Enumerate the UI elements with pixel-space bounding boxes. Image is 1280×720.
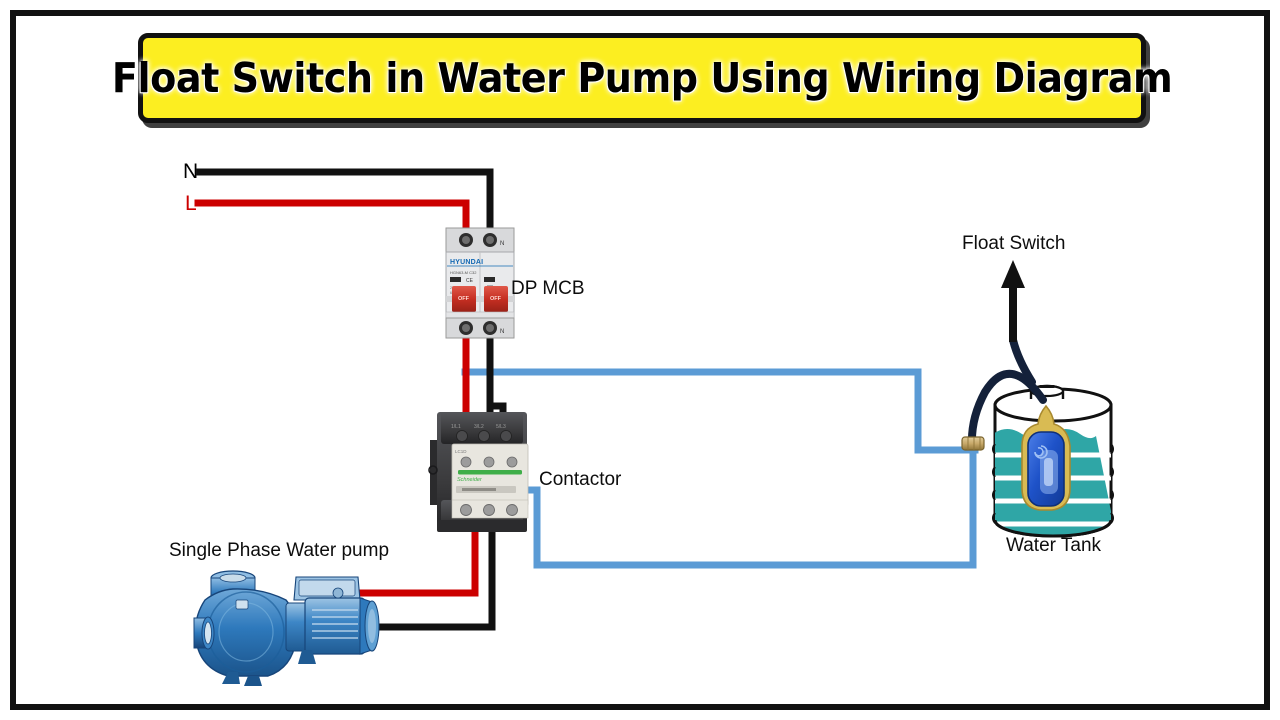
live-supply-wire: [194, 199, 470, 244]
title-banner: Float Switch in Water Pump Using Wiring …: [112, 33, 1173, 123]
float-switch-label: Float Switch: [962, 233, 1066, 254]
dp-mcb-label: DP MCB: [511, 278, 585, 299]
neutral-supply-wire: [196, 168, 494, 244]
live-terminal-label: L: [185, 192, 197, 215]
water-pump-label: Single Phase Water pump: [169, 540, 390, 561]
page-title: Float Switch in Water Pump Using Wiring …: [111, 54, 1173, 102]
contactor-label: Contactor: [539, 469, 622, 490]
neutral-terminal-label: N: [183, 160, 199, 183]
contactor-to-pump-neutral: [356, 518, 496, 631]
water-tank-label: Water Tank: [1006, 535, 1102, 556]
control-wire-upper: [461, 368, 979, 454]
page-border: [10, 10, 1270, 710]
contactor-to-pump-live: [341, 518, 479, 597]
